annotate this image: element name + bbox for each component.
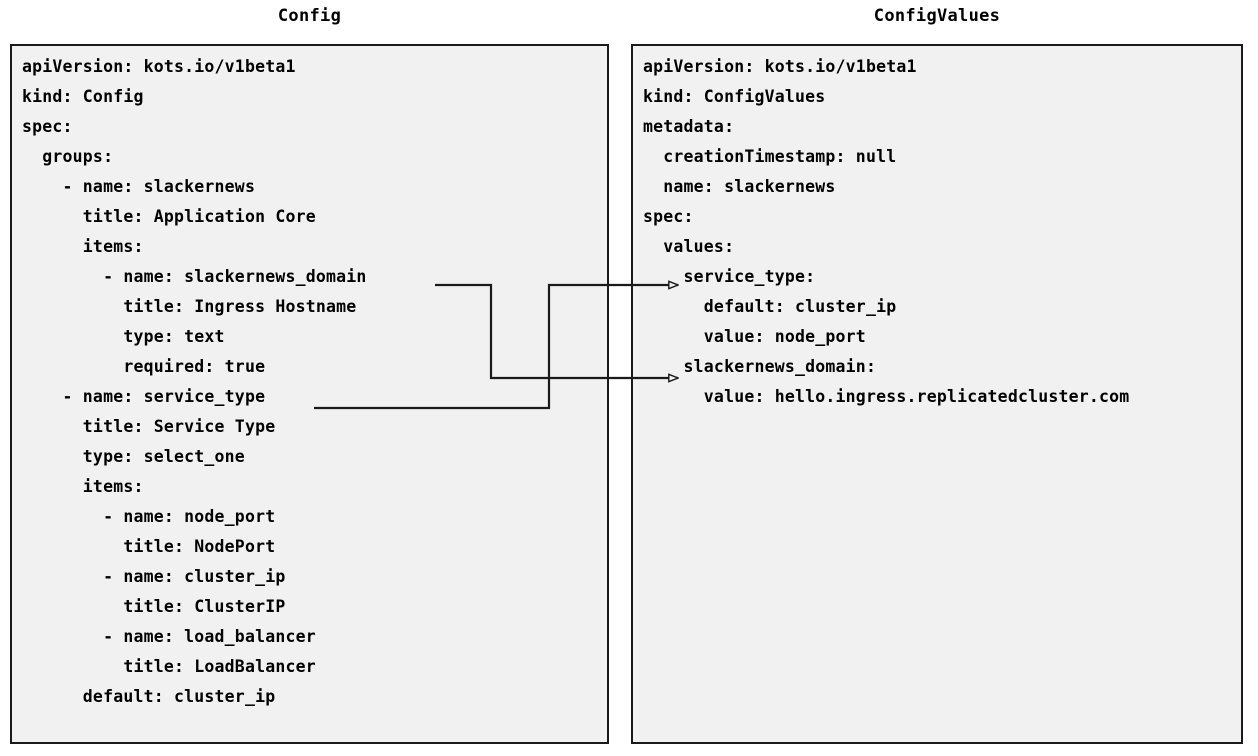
config-yaml-line: - name: cluster_ip bbox=[22, 567, 286, 586]
config-yaml-line: title: LoadBalancer bbox=[22, 657, 316, 676]
configvalues-yaml-line: default: cluster_ip bbox=[643, 297, 897, 316]
configvalues-yaml-line: slackernews_domain: bbox=[643, 357, 877, 376]
config-panel-title: Config bbox=[277, 6, 342, 26]
configvalues-yaml-code: apiVersion: kots.io/v1beta1 kind: ConfigV… bbox=[643, 52, 1241, 412]
configvalues-yaml-line: name: slackernews bbox=[643, 177, 836, 196]
config-yaml-line: items: bbox=[22, 237, 144, 256]
config-yaml-line: title: ClusterIP bbox=[22, 597, 286, 616]
configvalues-yaml-line: service_type: bbox=[643, 267, 816, 286]
configvalues-yaml-line: spec: bbox=[643, 207, 694, 226]
configvalues-yaml-line: kind: ConfigValues bbox=[643, 87, 826, 106]
config-yaml-line: - name: node_port bbox=[22, 507, 276, 526]
configvalues-panel-title: ConfigValues bbox=[873, 6, 1001, 26]
configvalues-yaml-line: values: bbox=[643, 237, 735, 256]
config-yaml-line: kind: Config bbox=[22, 87, 144, 106]
config-yaml-line: default: cluster_ip bbox=[22, 687, 276, 706]
config-yaml-line: items: bbox=[22, 477, 144, 496]
config-yaml-line: - name: slackernews_domain bbox=[22, 267, 367, 286]
config-yaml-line: required: true bbox=[22, 357, 266, 376]
configvalues-yaml-line: metadata: bbox=[643, 117, 735, 136]
configvalues-yaml-line: apiVersion: kots.io/v1beta1 bbox=[643, 57, 917, 76]
config-yaml-line: - name: slackernews bbox=[22, 177, 256, 196]
config-yaml-line: spec: bbox=[22, 117, 73, 136]
config-yaml-panel: apiVersion: kots.io/v1beta1 kind: Config s… bbox=[10, 44, 609, 744]
config-yaml-line: title: Application Core bbox=[22, 207, 316, 226]
config-yaml-line: type: text bbox=[22, 327, 225, 346]
configvalues-yaml-line: creationTimestamp: null bbox=[643, 147, 897, 166]
config-yaml-line: title: NodePort bbox=[22, 537, 276, 556]
config-yaml-line: groups: bbox=[22, 147, 114, 166]
config-yaml-line: type: select_one bbox=[22, 447, 245, 466]
config-yaml-line: title: Service Type bbox=[22, 417, 276, 436]
config-yaml-line: - name: service_type bbox=[22, 387, 266, 406]
config-yaml-line: - name: load_balancer bbox=[22, 627, 316, 646]
configvalues-yaml-panel: apiVersion: kots.io/v1beta1 kind: ConfigV… bbox=[631, 44, 1243, 744]
configvalues-yaml-line: value: hello.ingress.replicatedcluster.c… bbox=[643, 387, 1130, 406]
config-yaml-code: apiVersion: kots.io/v1beta1 kind: Config s… bbox=[22, 52, 607, 712]
config-yaml-line: apiVersion: kots.io/v1beta1 bbox=[22, 57, 296, 76]
config-yaml-line: title: Ingress Hostname bbox=[22, 297, 357, 316]
configvalues-yaml-line: value: node_port bbox=[643, 327, 866, 346]
